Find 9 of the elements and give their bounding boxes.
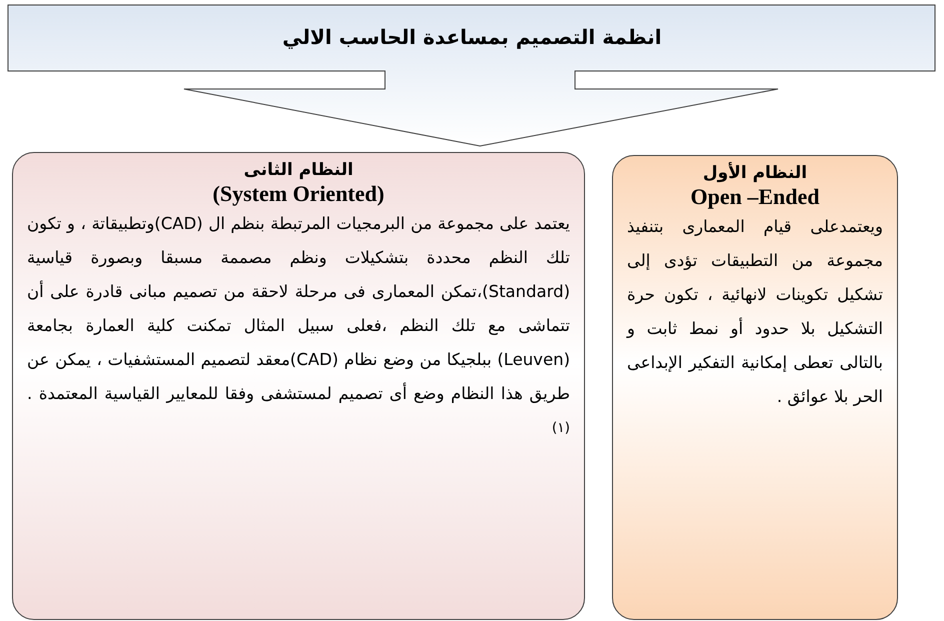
banner-arrow xyxy=(7,4,937,148)
info-box xyxy=(612,155,898,620)
banner-title: انظمة التصميم بمساعدة الحاسب الالي xyxy=(281,24,663,50)
info-box xyxy=(12,152,585,620)
box-subtitle: Open –Ended xyxy=(690,184,820,210)
box-text: ويعتمدعلى قيام المعمارى بتنفيذ مجموعة من التطبيقات تؤدى إلى تشكيل تكوينات لانهائية ، تكون حرة التشكيل بلا حدود أو نمط ثابت و بالتالى تعطى إمكانية التفكير الإبداعى الحر بلا عوائق . xyxy=(627,216,883,408)
box-heading: النظام الثانى xyxy=(242,159,354,181)
box-heading: النظام الأول xyxy=(702,162,808,184)
box-subtitle: (System Oriented) xyxy=(212,181,386,207)
